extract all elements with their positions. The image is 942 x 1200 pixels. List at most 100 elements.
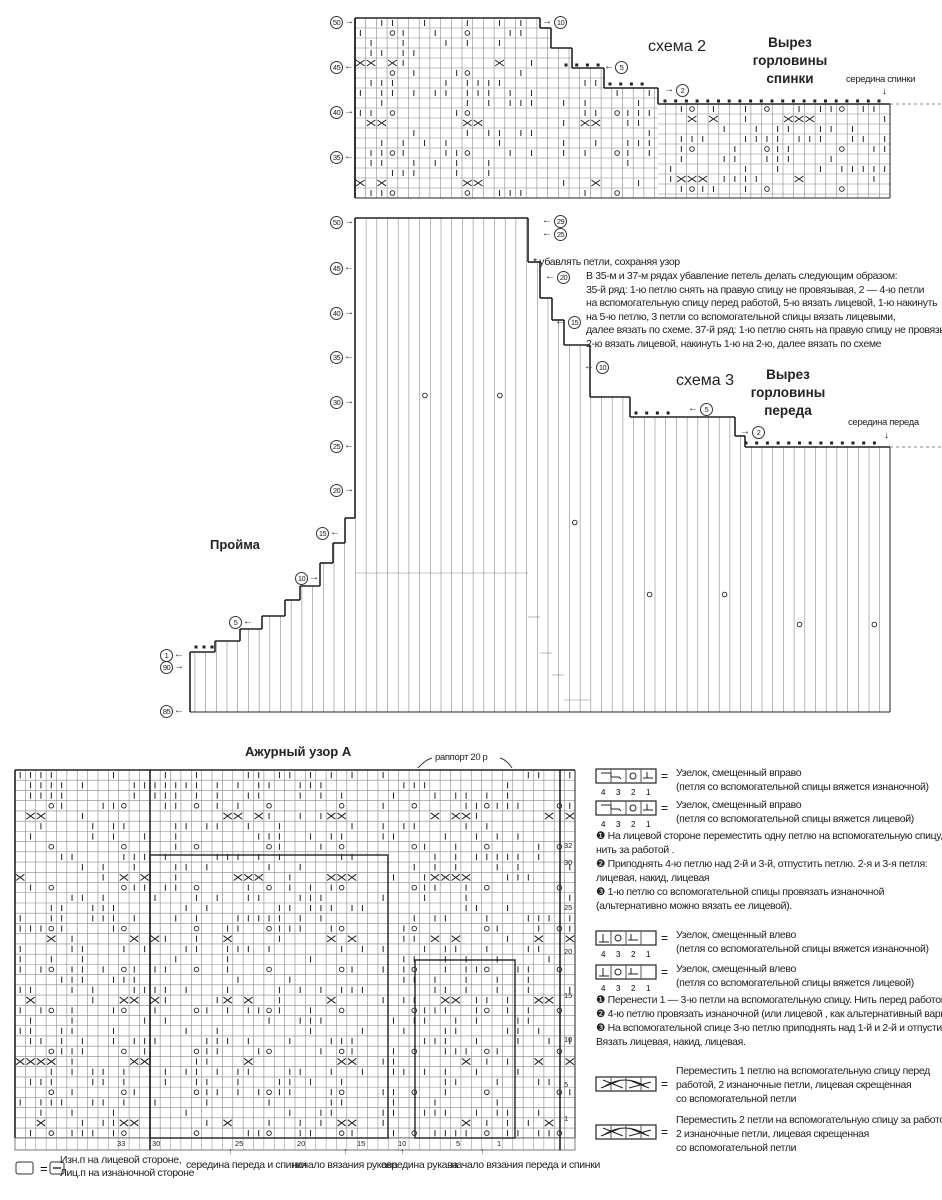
svg-text:=: = (661, 769, 668, 783)
svg-text:3: 3 (616, 788, 621, 797)
arrow-right-icon: → (664, 84, 674, 95)
arrow-left-icon: ← (545, 271, 555, 282)
stitch-number: 30 (152, 1139, 161, 1148)
row-label: 45 (330, 61, 343, 74)
center-back-label: середина спинки (846, 74, 916, 85)
legend-item-2: Узелок, смещенный вправо (петля со вспомо… (676, 798, 914, 826)
row-label: 90 (160, 661, 173, 674)
title-line: горловины (752, 53, 828, 68)
row-label: 35 (330, 351, 343, 364)
arrow-right-icon: → (344, 106, 354, 117)
arrow-down-icon: ↓ (882, 86, 887, 97)
step-line: ❶ На лицевой стороне переместить одну пе… (596, 830, 942, 842)
svg-text:1: 1 (646, 950, 651, 959)
stitch-number: 15 (357, 1139, 366, 1148)
svg-text:3: 3 (616, 950, 621, 959)
arrow-left-icon: ← (604, 61, 614, 72)
stitch-number: 25 (235, 1139, 244, 1148)
arrow-left-icon: ← (344, 351, 354, 362)
arrow-left-icon: ← (330, 527, 340, 538)
row-number: 15 (564, 991, 573, 1000)
armhole-label: Пройма (210, 537, 260, 552)
step-label: 10 (554, 16, 567, 29)
row-label: 40 (330, 307, 343, 320)
bottom-marker: середина переда и спинки (186, 1159, 307, 1171)
row-label: 15 (316, 527, 329, 540)
step-label: 5 (700, 403, 713, 416)
step-line: ❷ 4-ю петлю провязать изнаночной (или ли… (596, 1008, 942, 1020)
left-knot-steps: ❶ Перенести 1 — 3-ю петли на вспомогател… (596, 993, 942, 1049)
instruction-line: далее вязать по схеме. 37-й ряд: 1-ю пет… (586, 324, 942, 336)
arrow-right-icon: → (309, 572, 319, 583)
decrease-note: * убавлять петли, сохраняя узор (533, 256, 680, 268)
stitch-number: 10 (398, 1139, 407, 1148)
row-label: 5 (229, 616, 242, 629)
arrow-right-icon: → (344, 307, 354, 318)
stitch-number: 20 (297, 1139, 306, 1148)
purl-legend-line: Лиц.п на изнаночной стороне (60, 1167, 195, 1179)
row-number: 25 (564, 903, 573, 912)
arrow-up-icon: ↑ (480, 1146, 485, 1156)
row-number: 32 (564, 841, 573, 850)
svg-text:4: 4 (601, 788, 606, 797)
arrow-up-icon: ↑ (400, 1146, 405, 1156)
scheme3-bound-off-dots (194, 645, 214, 649)
bottom-marker: середина рукава (381, 1159, 458, 1171)
scheme2-grid (354, 17, 891, 199)
purl-legend: Изн.п на лицевой стороне, Лиц.п на изнан… (60, 1154, 194, 1180)
legend-line: работой, 2 изнаночные петли, лицевая скр… (676, 1079, 912, 1091)
svg-text:=: = (40, 1161, 48, 1176)
step-label: 5 (615, 61, 628, 74)
step-label: 2 (752, 426, 765, 439)
row-label: 45 (330, 262, 343, 275)
row-number: 20 (564, 947, 573, 956)
legend-note: (петля со вспомогательной спицы вяжется … (676, 943, 929, 955)
svg-text:2: 2 (631, 820, 636, 829)
scheme2-neckline-title: Вырез горловины спинки (750, 34, 830, 88)
svg-text:4: 4 (601, 820, 606, 829)
instruction-line: на 5-ю петлю, 3 петли со вспомогательной… (586, 310, 896, 323)
row-label: 25 (330, 440, 343, 453)
arrow-right-icon: → (344, 216, 354, 227)
svg-text:4: 4 (601, 984, 606, 993)
purl-symbol: = (15, 1160, 65, 1181)
legend-title: Узелок, смещенный вправо (676, 799, 802, 811)
cross-back-symbol: = (595, 1124, 675, 1149)
row-number: 10 (564, 1035, 573, 1044)
step-label: 20 (557, 271, 570, 284)
svg-text:3: 3 (616, 820, 621, 829)
bottom-marker: начало вязания рукава (292, 1159, 398, 1171)
svg-text:3: 3 (616, 984, 621, 993)
arrow-left-icon: ← (243, 616, 253, 627)
step-label: 29 (554, 215, 567, 228)
step-line: ❸ 1-ю петлю со вспомогательной спицы про… (596, 886, 885, 898)
step-line: нить за работой . (596, 844, 675, 856)
title-line: спинки (766, 71, 814, 86)
legend-item-3: Узелок, смещенный влево(петля со вспомог… (676, 928, 929, 956)
row-label: 85 (160, 705, 173, 718)
legend-note: (петля со вспомогательной спицы вяжется … (676, 781, 929, 793)
legend-line: со вспомогательной петли (676, 1142, 797, 1154)
arrow-left-icon: ← (344, 262, 354, 273)
step-line: ❸ На вспомогательной спице 3-ю петлю при… (596, 1022, 942, 1034)
arrow-right-icon: → (542, 16, 552, 27)
svg-text:2: 2 (631, 788, 636, 797)
purl-legend-line: Изн.п на лицевой стороне, (60, 1154, 182, 1166)
instruction-line: 2-ю вязать лицевой, накинуть 1-ю на 2-ю,… (586, 337, 882, 350)
svg-text:1: 1 (646, 820, 651, 829)
repeat-box (414, 959, 516, 1139)
svg-text:4: 4 (601, 950, 606, 959)
legend-item-4: Узелок, смещенный влево(петля со вспомог… (676, 962, 914, 990)
scheme2-title: схема 2 (648, 38, 706, 55)
legend-note: (петля со вспомогательной спицы вяжется … (676, 813, 914, 825)
arrow-left-icon: ← (344, 440, 354, 451)
legend-line: 2 изнаночные петли, лицевая скрещенная (676, 1128, 869, 1140)
pattern-box (149, 854, 389, 1139)
step-line: ❶ Перенести 1 — 3-ю петли на вспомогател… (596, 994, 942, 1006)
decrease-instructions: В 35-м и 37-м рядах убавление петель дел… (586, 270, 942, 351)
repeat-label: раппорт 20 р (435, 752, 488, 763)
scheme3-title: схема 3 (676, 372, 734, 389)
